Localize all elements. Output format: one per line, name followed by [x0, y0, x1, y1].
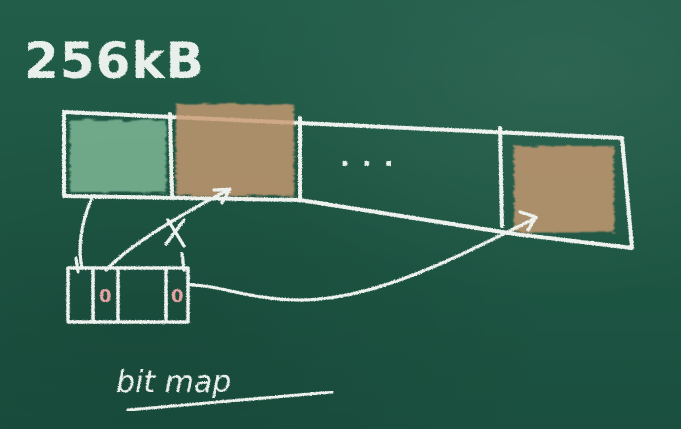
tick-2 — [180, 252, 186, 272]
bitmap-cell-0: 0 — [99, 286, 112, 307]
orange-block-1 — [176, 104, 294, 196]
green-block — [70, 120, 166, 192]
orange-block-2 — [514, 146, 614, 232]
connections — [74, 187, 538, 302]
tick-1 — [74, 256, 80, 274]
memory-divider-3 — [498, 126, 504, 228]
bitmap-underline — [126, 390, 334, 412]
cross-mark-b — [164, 218, 186, 246]
link-block-2-head — [518, 210, 538, 232]
link-green-to-bitmap — [78, 196, 94, 270]
memory-strip — [62, 110, 634, 250]
memory-strip-outline — [62, 110, 634, 250]
link-block-2-to-bitmap — [188, 216, 538, 302]
bitmap-label: bit map — [116, 365, 231, 400]
shaded-blocks — [70, 104, 614, 232]
memory-divider-1 — [168, 112, 174, 198]
ellipsis: ... — [340, 143, 406, 173]
size-label: 256kB — [24, 32, 205, 90]
arrow-to-block-1 — [104, 188, 230, 272]
bitmap-cells: 0 0 — [99, 286, 184, 307]
bitmap-outline — [66, 266, 190, 324]
arrow-to-block-1-head — [212, 187, 232, 205]
bitmap-cell-1: 0 — [171, 286, 184, 307]
bitmap-box — [66, 266, 190, 324]
